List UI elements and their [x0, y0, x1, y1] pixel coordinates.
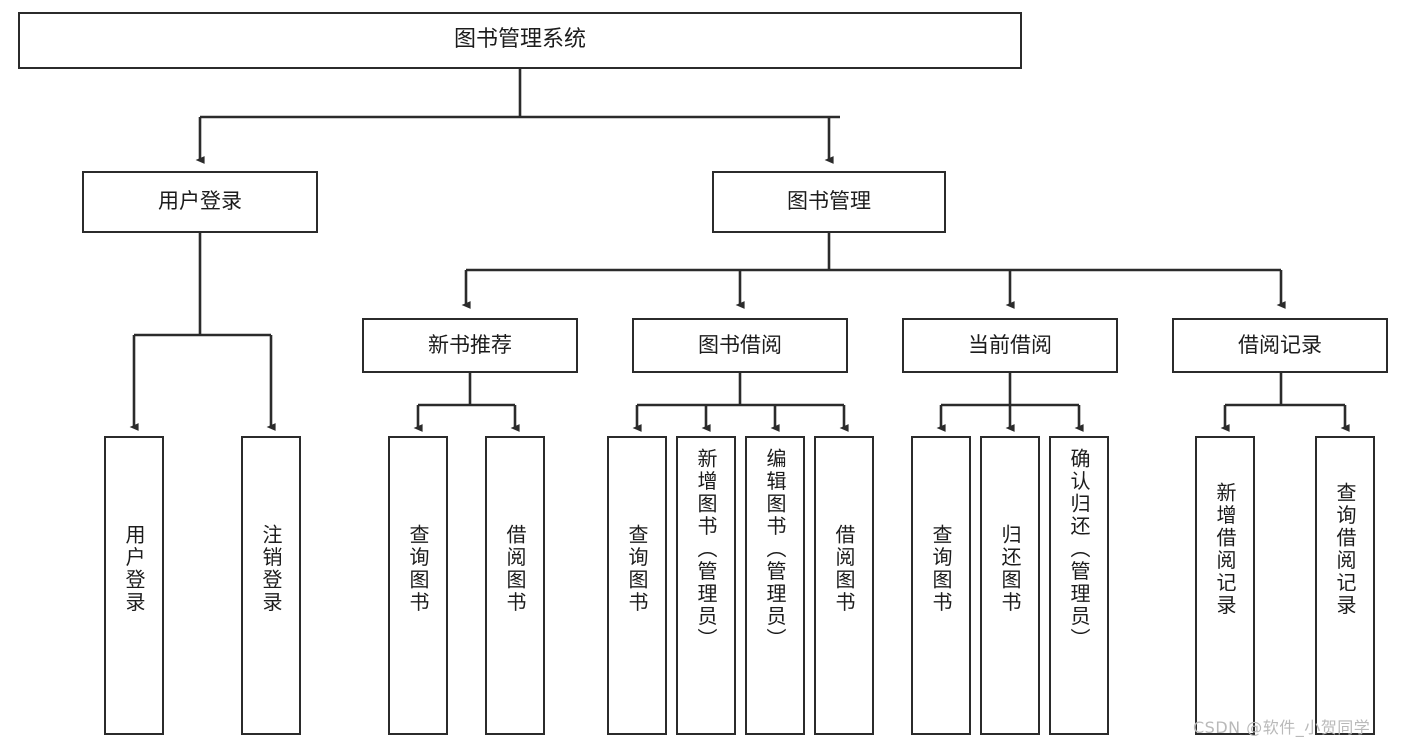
- leaf-book-borrow-add-book-admin[interactable]: 新增图书（管理员）: [676, 436, 736, 735]
- node-label: 注销登录: [259, 524, 283, 614]
- node-label: 新增图书（管理员）: [694, 448, 718, 651]
- node-label: 查询图书: [929, 524, 953, 614]
- node-label: 图书管理系统: [453, 27, 586, 53]
- node-label: 确认归还（管理员）: [1067, 448, 1091, 651]
- leaf-book-borrow-borrow-book[interactable]: 借阅图书: [814, 436, 874, 735]
- leaf-new-book-query-book[interactable]: 查询图书: [388, 436, 448, 735]
- leaf-user-login-logout[interactable]: 注销登录: [241, 436, 301, 735]
- node-root-system[interactable]: 图书管理系统: [18, 12, 1022, 69]
- node-new-book-recommend[interactable]: 新书推荐: [362, 318, 578, 373]
- node-label: 用户登录: [122, 524, 146, 614]
- node-borrow-records[interactable]: 借阅记录: [1172, 318, 1388, 373]
- node-label: 新书推荐: [428, 332, 512, 357]
- node-label: 借阅记录: [1238, 332, 1322, 357]
- node-label: 新增借阅记录: [1213, 482, 1237, 617]
- leaf-book-borrow-edit-book-admin[interactable]: 编辑图书（管理员）: [745, 436, 805, 735]
- leaf-new-book-borrow-book[interactable]: 借阅图书: [485, 436, 545, 735]
- node-label: 图书管理: [787, 189, 871, 214]
- node-book-management[interactable]: 图书管理: [712, 171, 946, 233]
- leaf-current-borrow-query-book[interactable]: 查询图书: [911, 436, 971, 735]
- leaf-borrow-records-query-record[interactable]: 查询借阅记录: [1315, 436, 1375, 735]
- node-label: 归还图书: [998, 524, 1022, 614]
- node-label: 查询借阅记录: [1333, 482, 1357, 617]
- leaf-current-borrow-return-book[interactable]: 归还图书: [980, 436, 1040, 735]
- node-label: 借阅图书: [503, 524, 527, 614]
- node-user-login[interactable]: 用户登录: [82, 171, 318, 233]
- node-label: 用户登录: [158, 189, 242, 214]
- node-label: 图书借阅: [698, 332, 782, 357]
- leaf-user-login-login[interactable]: 用户登录: [104, 436, 164, 735]
- node-label: 当前借阅: [968, 332, 1052, 357]
- node-label: 借阅图书: [832, 524, 856, 614]
- leaf-borrow-records-add-record[interactable]: 新增借阅记录: [1195, 436, 1255, 735]
- node-label: 查询图书: [625, 524, 649, 614]
- leaf-book-borrow-query-book[interactable]: 查询图书: [607, 436, 667, 735]
- node-label: 编辑图书（管理员）: [763, 448, 787, 651]
- leaf-current-borrow-confirm-return-admin[interactable]: 确认归还（管理员）: [1049, 436, 1109, 735]
- node-current-borrow[interactable]: 当前借阅: [902, 318, 1118, 373]
- node-label: 查询图书: [406, 524, 430, 614]
- node-book-borrow[interactable]: 图书借阅: [632, 318, 848, 373]
